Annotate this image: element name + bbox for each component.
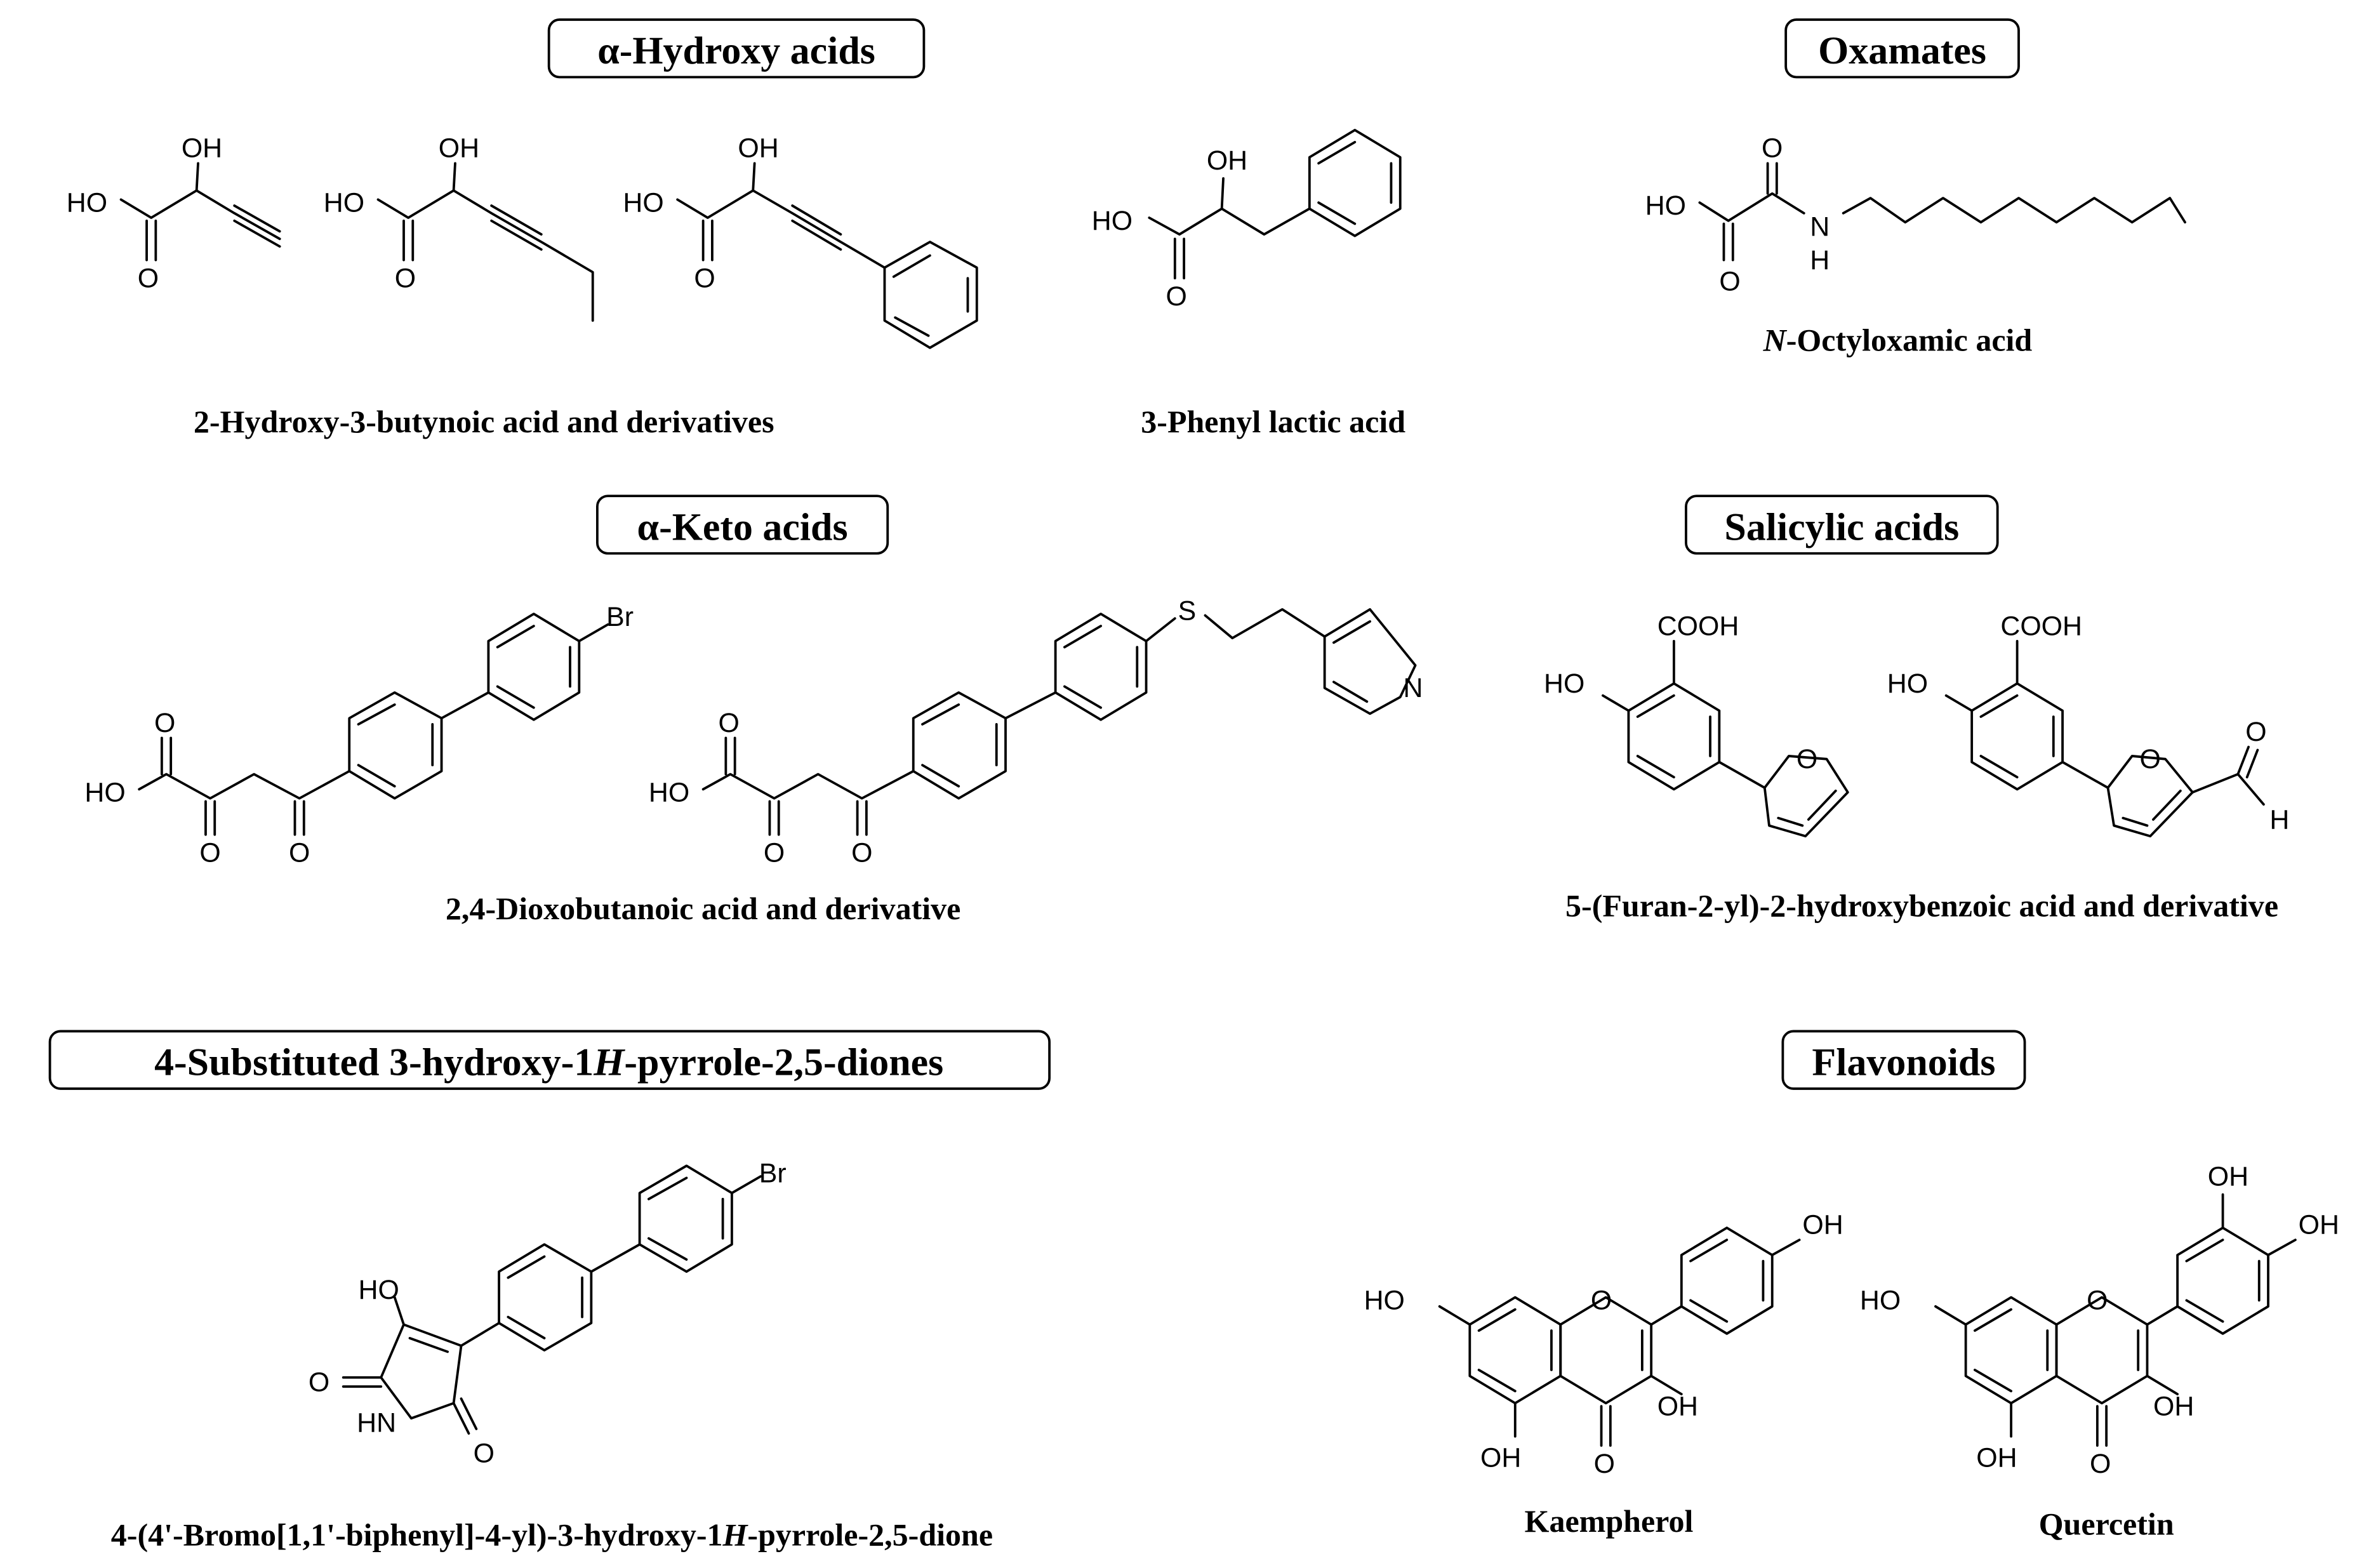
caption-quercetin: Quercetin bbox=[2039, 1506, 2174, 1542]
header-flavonoids-label: Flavonoids bbox=[1812, 1041, 1995, 1084]
atom-ho: HO bbox=[1860, 1286, 1901, 1316]
atom-o: O bbox=[154, 708, 175, 738]
caption-butynoic: 2-Hydroxy-3-butynoic acid and derivative… bbox=[194, 404, 774, 439]
molecule-n-octyloxamic-acid: HO O O N H bbox=[1645, 133, 2186, 296]
atom-o: O bbox=[851, 838, 872, 868]
atom-oh: OH bbox=[738, 133, 778, 164]
molecule-furanyl-hydroxybenzoic-acid: COOH HO O bbox=[1544, 611, 1849, 838]
header-alpha-keto-acids: α-Keto acids bbox=[595, 495, 889, 555]
atom-oh: OH bbox=[182, 133, 222, 164]
caption-octyloxamic: N-Octyloxamic acid bbox=[1763, 322, 2033, 358]
atom-ho: HO bbox=[649, 777, 689, 807]
caption-kaempherol: Kaempherol bbox=[1525, 1503, 1694, 1539]
atom-oh: OH bbox=[1802, 1210, 1843, 1240]
atom-oh: OH bbox=[2208, 1161, 2248, 1192]
atom-br: Br bbox=[759, 1159, 787, 1189]
atom-o: O bbox=[2140, 744, 2161, 774]
molecule-pyridylethylthio-biphenyl-dioxobutanoic-acid: HO O O O S N bbox=[649, 596, 1423, 868]
atom-o: O bbox=[289, 838, 310, 868]
atom-oh: OH bbox=[1976, 1442, 2017, 1473]
header-oxamates: Oxamates bbox=[1784, 18, 2020, 79]
molecule-2-hydroxy-4-phenyl-3-butynoic-acid: HO OH O bbox=[623, 133, 978, 349]
atom-o: O bbox=[2245, 717, 2266, 747]
atom-oh: OH bbox=[1657, 1391, 1698, 1421]
molecule-3-phenyl-lactic-acid: HO OH O bbox=[1092, 128, 1402, 312]
molecule-bromobiphenyl-dioxobutanoic-acid: HO O O O Br bbox=[84, 602, 634, 868]
header-oxamates-label: Oxamates bbox=[1818, 29, 1986, 72]
atom-o: O bbox=[2090, 1449, 2111, 1479]
molecule-kaempherol: HO O OH OH O OH bbox=[1364, 1210, 1843, 1479]
atom-h: H bbox=[1810, 245, 1830, 276]
atom-o: O bbox=[1762, 133, 1783, 164]
header-pyrrole-diones: 4-Substituted 3-hydroxy-1H-pyrrole-2,5-d… bbox=[48, 1030, 1051, 1090]
header-alpha-hydroxy-label: α-Hydroxy acids bbox=[597, 29, 875, 72]
atom-ho: HO bbox=[1544, 668, 1584, 699]
caption-furan: 5-(Furan-2-yl)-2-hydroxybenzoic acid and… bbox=[1565, 887, 2278, 923]
molecule-bromobiphenyl-hydroxypyrroledione: HO O HN O Br bbox=[309, 1159, 787, 1469]
atom-ho: HO bbox=[623, 187, 663, 218]
header-alpha-keto-label: α-Keto acids bbox=[637, 505, 848, 548]
atom-ho: HO bbox=[359, 1275, 399, 1305]
atom-o: O bbox=[1166, 281, 1187, 312]
atom-o: O bbox=[199, 838, 220, 868]
header-pyrrole-label: 4-Substituted 3-hydroxy-1H-pyrrole-2,5-d… bbox=[154, 1041, 943, 1084]
atom-o: O bbox=[395, 263, 416, 294]
atom-cooh: COOH bbox=[1657, 611, 1739, 641]
molecule-quercetin: HO O OH OH O OH OH bbox=[1860, 1161, 2339, 1479]
atom-br: Br bbox=[606, 602, 634, 632]
atom-ho: HO bbox=[84, 777, 125, 807]
caption-pyrrole: 4-(4'-Bromo[1,1'-biphenyl]-4-yl)-3-hydro… bbox=[111, 1517, 993, 1552]
molecule-2-hydroxy-3-hexynoic-acid: HO OH O bbox=[324, 133, 594, 322]
atom-o: O bbox=[694, 263, 715, 294]
atom-oh: OH bbox=[1480, 1442, 1521, 1473]
caption-phenyl-lactic: 3-Phenyl lactic acid bbox=[1141, 404, 1405, 439]
header-salicylic-acids: Salicylic acids bbox=[1685, 495, 1999, 555]
atom-hn: HN bbox=[357, 1408, 396, 1438]
atom-o: O bbox=[2087, 1286, 2108, 1316]
atom-h: H bbox=[2269, 804, 2289, 835]
atom-o: O bbox=[138, 263, 159, 294]
header-flavonoids: Flavonoids bbox=[1781, 1030, 2026, 1090]
atom-n: N bbox=[1404, 673, 1423, 703]
header-alpha-hydroxy-acids: α-Hydroxy acids bbox=[547, 18, 926, 79]
atom-ho: HO bbox=[1364, 1286, 1405, 1316]
caption-dioxobutanoic: 2,4-Dioxobutanoic acid and derivative bbox=[446, 891, 960, 926]
atom-ho: HO bbox=[1645, 190, 1686, 221]
atom-o: O bbox=[309, 1367, 329, 1397]
atom-n: N bbox=[1810, 212, 1830, 243]
atom-oh: OH bbox=[2299, 1210, 2339, 1240]
atom-ho: HO bbox=[324, 187, 364, 218]
atom-cooh: COOH bbox=[2000, 611, 2082, 641]
atom-ho: HO bbox=[1887, 668, 1928, 699]
atom-o: O bbox=[764, 838, 785, 868]
atom-o: O bbox=[1594, 1449, 1615, 1479]
atom-o: O bbox=[474, 1438, 495, 1468]
atom-o: O bbox=[718, 708, 739, 738]
atom-oh: OH bbox=[439, 133, 479, 164]
atom-ho: HO bbox=[1092, 206, 1132, 236]
atom-s: S bbox=[1178, 596, 1197, 627]
atom-o: O bbox=[1719, 266, 1740, 296]
header-salicylic-label: Salicylic acids bbox=[1724, 505, 1959, 548]
atom-oh: OH bbox=[2153, 1391, 2194, 1421]
atom-oh: OH bbox=[1207, 145, 1247, 176]
atom-o: O bbox=[1797, 744, 1817, 774]
molecule-formylfuranyl-hydroxybenzoic-acid: COOH HO O O H bbox=[1887, 611, 2289, 838]
molecule-2-hydroxy-3-butynoic-acid: HO OH O bbox=[67, 133, 281, 294]
atom-o: O bbox=[1591, 1286, 1612, 1316]
atom-ho: HO bbox=[67, 187, 107, 218]
